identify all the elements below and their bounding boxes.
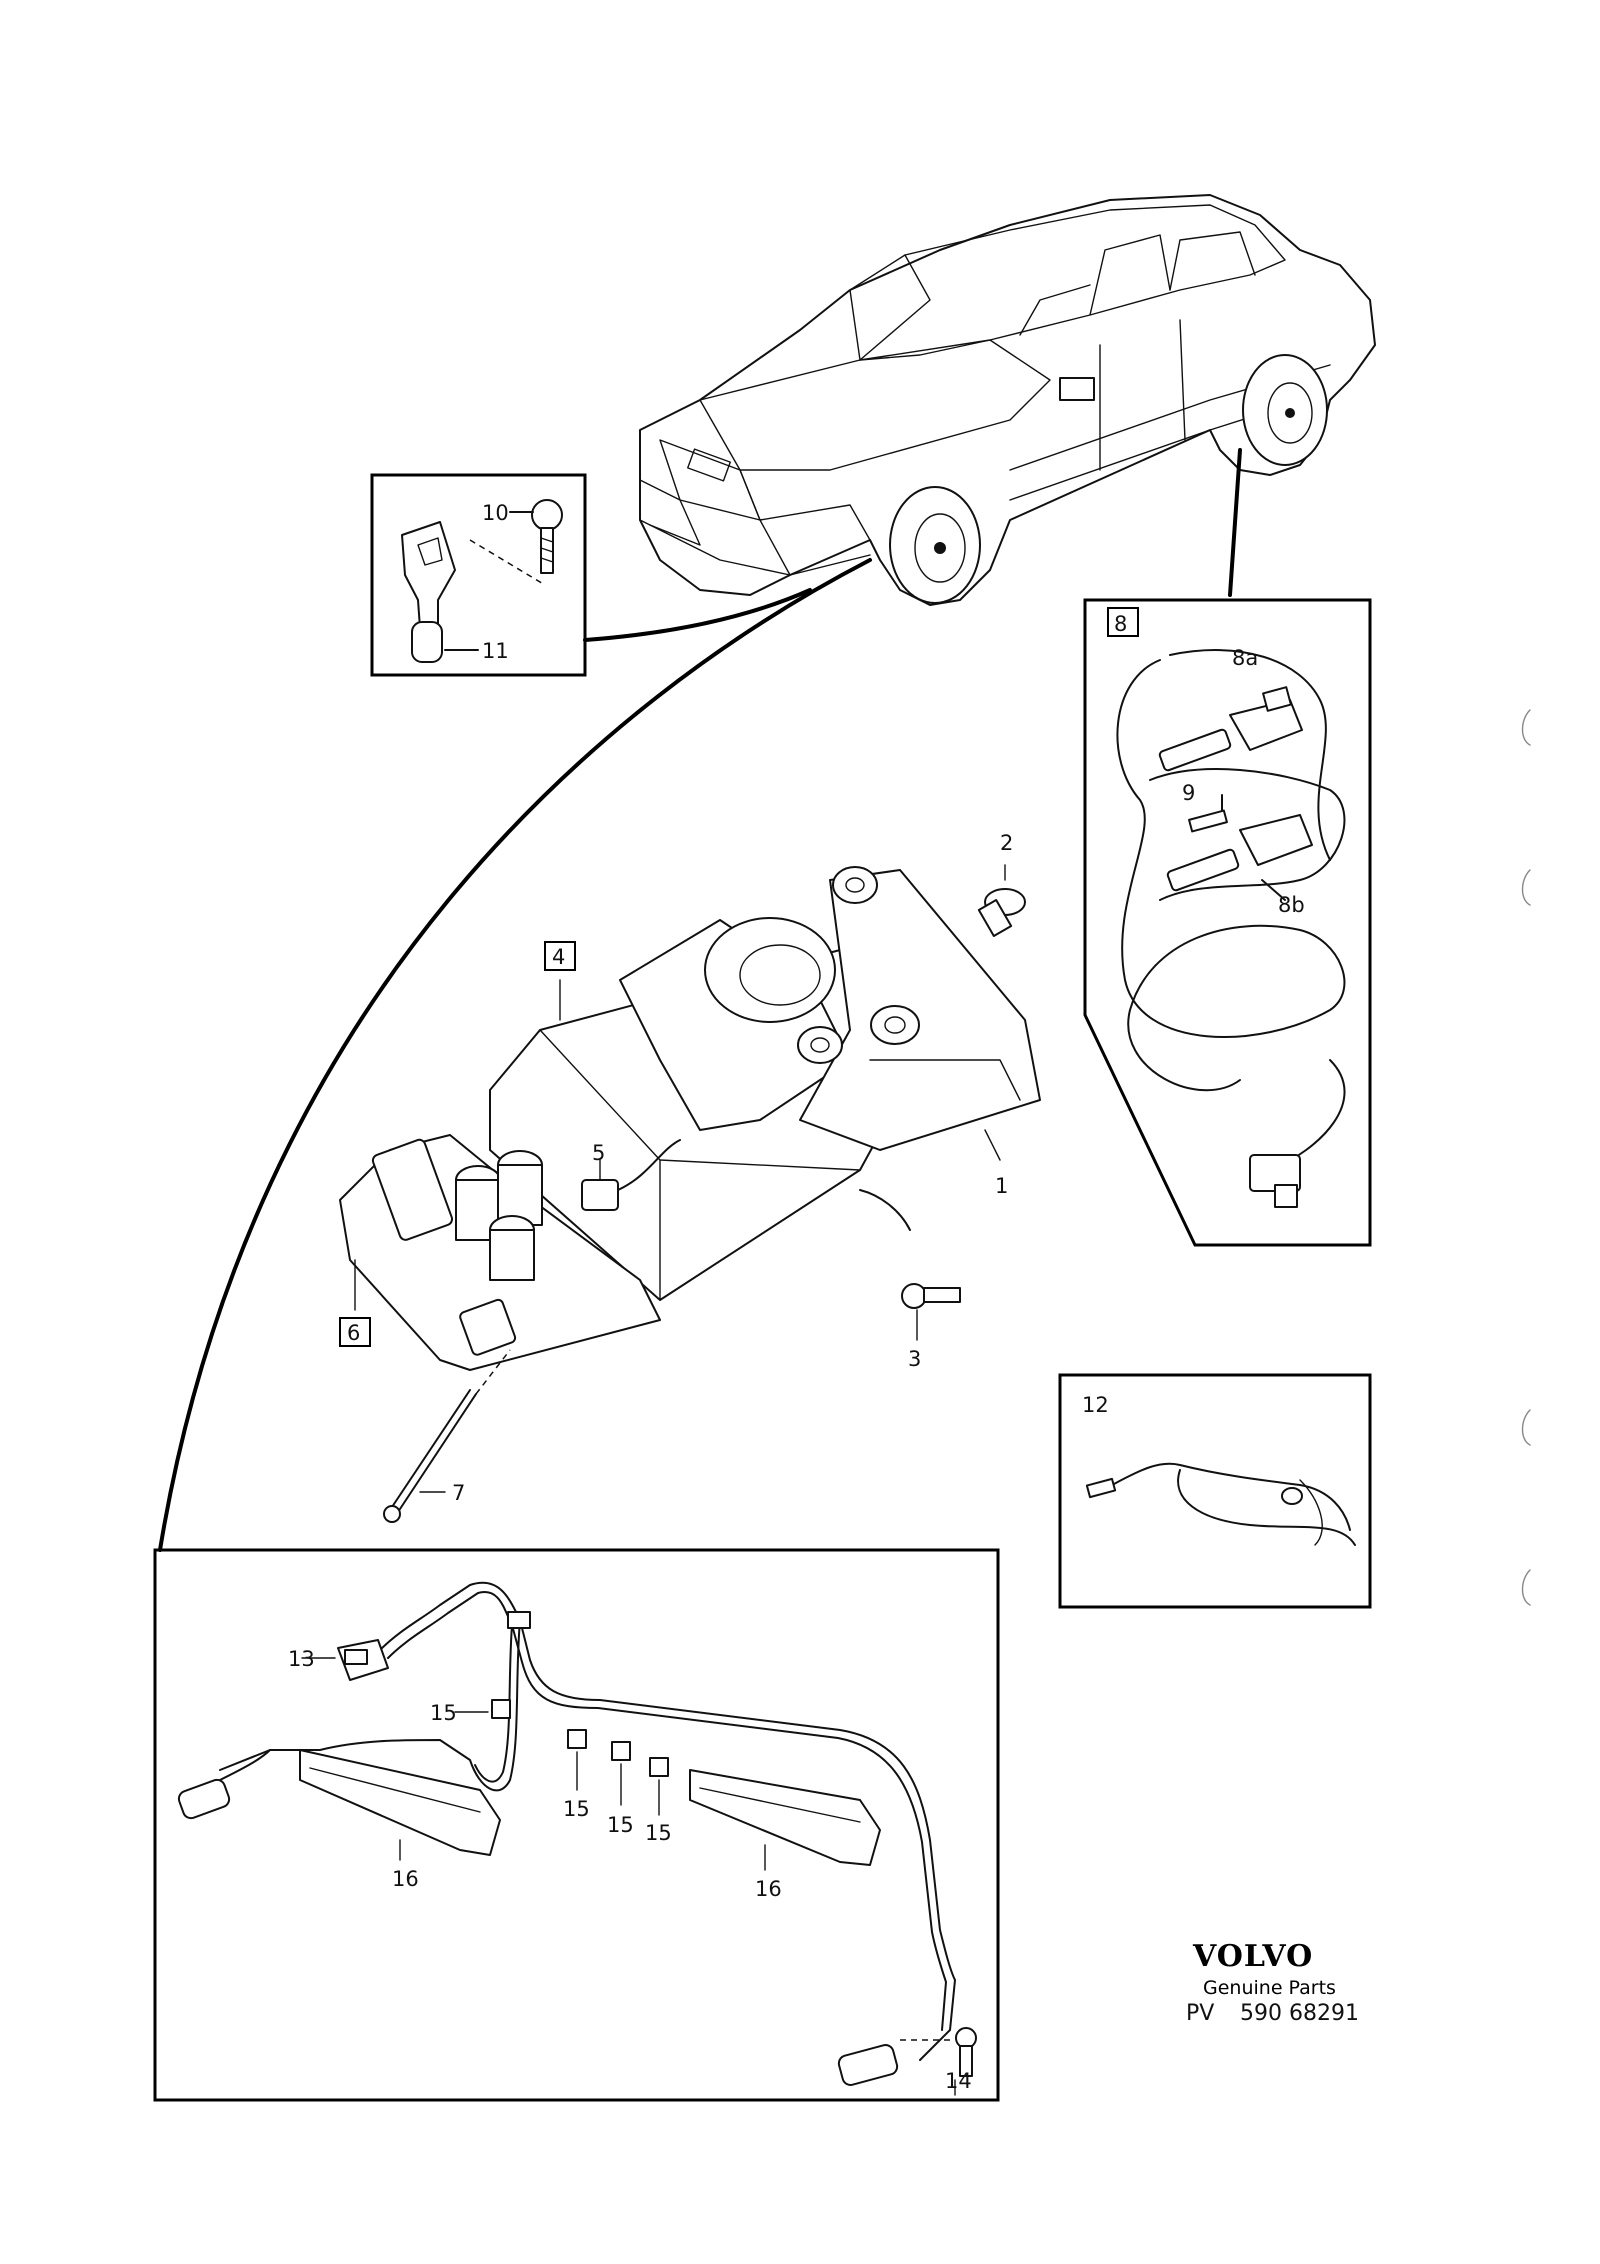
brand-subtitle: Genuine Parts xyxy=(1203,1977,1336,1999)
callout-14: 14 xyxy=(945,2069,972,2093)
callout-8a: 8a xyxy=(1232,646,1258,670)
callout-15-c: 15 xyxy=(607,1813,634,1837)
code-prefix: PV xyxy=(1186,2001,1214,2026)
callout-9: 9 xyxy=(1182,781,1195,805)
callout-11: 11 xyxy=(482,639,509,663)
callout-1: 1 xyxy=(995,1174,1008,1198)
callout-13: 13 xyxy=(288,1647,315,1671)
leader-line-11 xyxy=(583,588,812,642)
callout-16-left: 16 xyxy=(392,1867,419,1891)
callout-12: 12 xyxy=(1082,1393,1109,1417)
detail-box-sensors-8 xyxy=(1083,598,1372,1247)
detail-box-sensor-12 xyxy=(1058,1373,1372,1609)
brand-logo: VOLVO xyxy=(1192,1939,1313,1974)
callout-5: 5 xyxy=(592,1141,605,1165)
detail-box-sensor-11 xyxy=(370,473,587,677)
margin-marks xyxy=(1521,709,1531,1606)
callout-10: 10 xyxy=(482,501,509,525)
callout-2: 2 xyxy=(1000,831,1013,855)
callout-15-a: 15 xyxy=(430,1701,457,1725)
callout-3: 3 xyxy=(908,1347,921,1371)
callout-8: 8 xyxy=(1114,612,1127,636)
callout-6-box xyxy=(339,1317,371,1347)
leader-line-8 xyxy=(1228,448,1242,597)
callout-6: 6 xyxy=(347,1321,360,1345)
callout-4-box xyxy=(544,941,576,971)
callout-15-d: 15 xyxy=(645,1821,672,1845)
callout-16-right: 16 xyxy=(755,1877,782,1901)
abs-hydraulic-unit xyxy=(339,864,1041,1523)
drawing-code: 590 68291 xyxy=(1240,2001,1359,2026)
callout-15-b: 15 xyxy=(563,1797,590,1821)
car-illustration xyxy=(639,194,1376,606)
callout-8b: 8b xyxy=(1278,893,1305,917)
leader-line-main xyxy=(158,558,872,1552)
detail-box-sensors-13-16 xyxy=(153,1548,1000,2102)
callout-4: 4 xyxy=(552,945,565,969)
callout-7: 7 xyxy=(452,1481,465,1505)
